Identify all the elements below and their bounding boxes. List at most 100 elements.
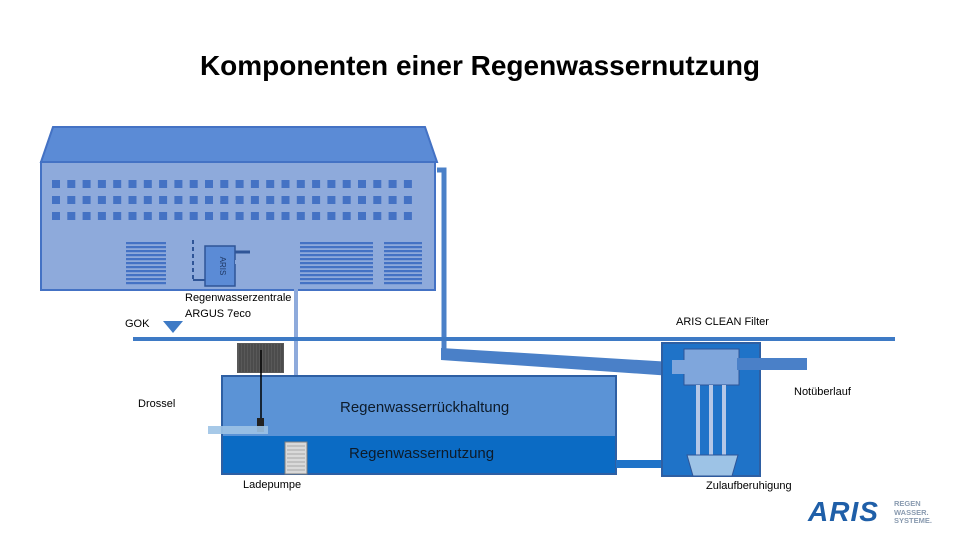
label-regenwassernutzung: Regenwassernutzung xyxy=(349,445,495,462)
label-ladepumpe: Ladepumpe xyxy=(243,479,302,491)
window xyxy=(358,196,366,204)
label-zulaufberuhigung: Zulaufberuhigung xyxy=(706,480,792,492)
louvre-slat xyxy=(300,246,373,249)
window xyxy=(113,212,122,220)
label-aris-clean-filter: ARIS CLEAN Filter xyxy=(676,316,769,328)
louvre-slat xyxy=(126,262,166,265)
gok-marker-icon xyxy=(163,321,183,333)
pump-ribs xyxy=(287,445,305,471)
window xyxy=(312,180,321,188)
rainwater-central-device xyxy=(204,245,236,287)
window xyxy=(159,180,168,188)
window xyxy=(189,212,198,220)
louvre-slat xyxy=(384,246,422,249)
louvre-slat xyxy=(126,258,166,261)
window xyxy=(281,212,290,220)
window xyxy=(159,212,168,220)
louvre-slat xyxy=(384,282,422,285)
window xyxy=(82,212,91,220)
window xyxy=(67,196,76,204)
tank-retention-zone xyxy=(222,376,616,436)
louvre-slat xyxy=(300,262,373,265)
window xyxy=(342,196,351,204)
logo-line-2: WASSER. xyxy=(894,507,929,517)
window xyxy=(67,212,76,220)
window xyxy=(143,212,152,220)
window xyxy=(128,196,137,204)
louvre-slat xyxy=(384,278,422,281)
window xyxy=(342,180,351,188)
window xyxy=(52,212,60,220)
window xyxy=(97,212,106,220)
window xyxy=(52,196,60,204)
louvre-slat xyxy=(384,270,422,273)
window xyxy=(266,212,275,220)
louvre-slat xyxy=(300,254,373,257)
aris-clean-filter xyxy=(683,348,740,386)
window xyxy=(327,212,336,220)
aris-logo-mark: ARIS xyxy=(808,496,879,527)
louvre-slat xyxy=(126,270,166,273)
building-windows xyxy=(52,180,412,220)
window xyxy=(327,180,336,188)
inflow-pipe xyxy=(441,348,672,376)
window xyxy=(174,196,183,204)
window xyxy=(250,212,259,220)
window xyxy=(67,180,76,188)
louvre-slat xyxy=(384,262,422,265)
window xyxy=(205,196,213,204)
window xyxy=(250,196,259,204)
window xyxy=(82,196,91,204)
window xyxy=(388,196,397,204)
window xyxy=(373,212,382,220)
window xyxy=(373,180,382,188)
window xyxy=(82,180,91,188)
window xyxy=(159,196,168,204)
window xyxy=(266,196,275,204)
window xyxy=(358,212,366,220)
louvre-slat xyxy=(300,250,373,253)
window xyxy=(373,196,382,204)
window xyxy=(174,212,183,220)
label-drossel: Drossel xyxy=(138,398,176,410)
window xyxy=(189,196,198,204)
window xyxy=(296,180,305,188)
label-regenwasserrueckhaltung: Regenwasserrückhaltung xyxy=(340,399,510,416)
window xyxy=(143,180,152,188)
louvre-slat xyxy=(300,278,373,281)
window xyxy=(358,180,366,188)
louvre-slat xyxy=(126,254,166,257)
building-louvres xyxy=(126,242,422,285)
window xyxy=(220,180,229,188)
louvre-slat xyxy=(300,258,373,261)
filter-inlet-stub xyxy=(672,360,686,374)
window xyxy=(174,180,183,188)
window xyxy=(205,212,213,220)
louvre-slat xyxy=(384,242,422,245)
window xyxy=(235,212,244,220)
window xyxy=(281,196,290,204)
label-gok: GOK xyxy=(125,318,150,330)
window xyxy=(143,196,152,204)
window xyxy=(403,180,412,188)
window xyxy=(403,196,412,204)
window xyxy=(220,196,229,204)
connection-pipe xyxy=(616,460,662,468)
calming-inlet xyxy=(686,454,739,477)
window xyxy=(327,196,336,204)
louvre-slat xyxy=(126,242,166,245)
louvre-slat xyxy=(126,282,166,285)
throttle-outlet-pipe xyxy=(208,426,268,434)
louvre-slat xyxy=(126,278,166,281)
window xyxy=(128,180,137,188)
louvre-slat xyxy=(126,250,166,253)
tank-outline xyxy=(221,375,617,475)
pump-pipe xyxy=(235,260,298,445)
aris-logo-text: REGEN WASSER. SYSTEME. xyxy=(894,499,932,526)
label-argus: ARGUS 7eco xyxy=(185,308,252,320)
louvre-slat xyxy=(384,258,422,261)
window xyxy=(312,212,321,220)
window xyxy=(250,180,259,188)
overflow-pipe xyxy=(737,358,807,370)
